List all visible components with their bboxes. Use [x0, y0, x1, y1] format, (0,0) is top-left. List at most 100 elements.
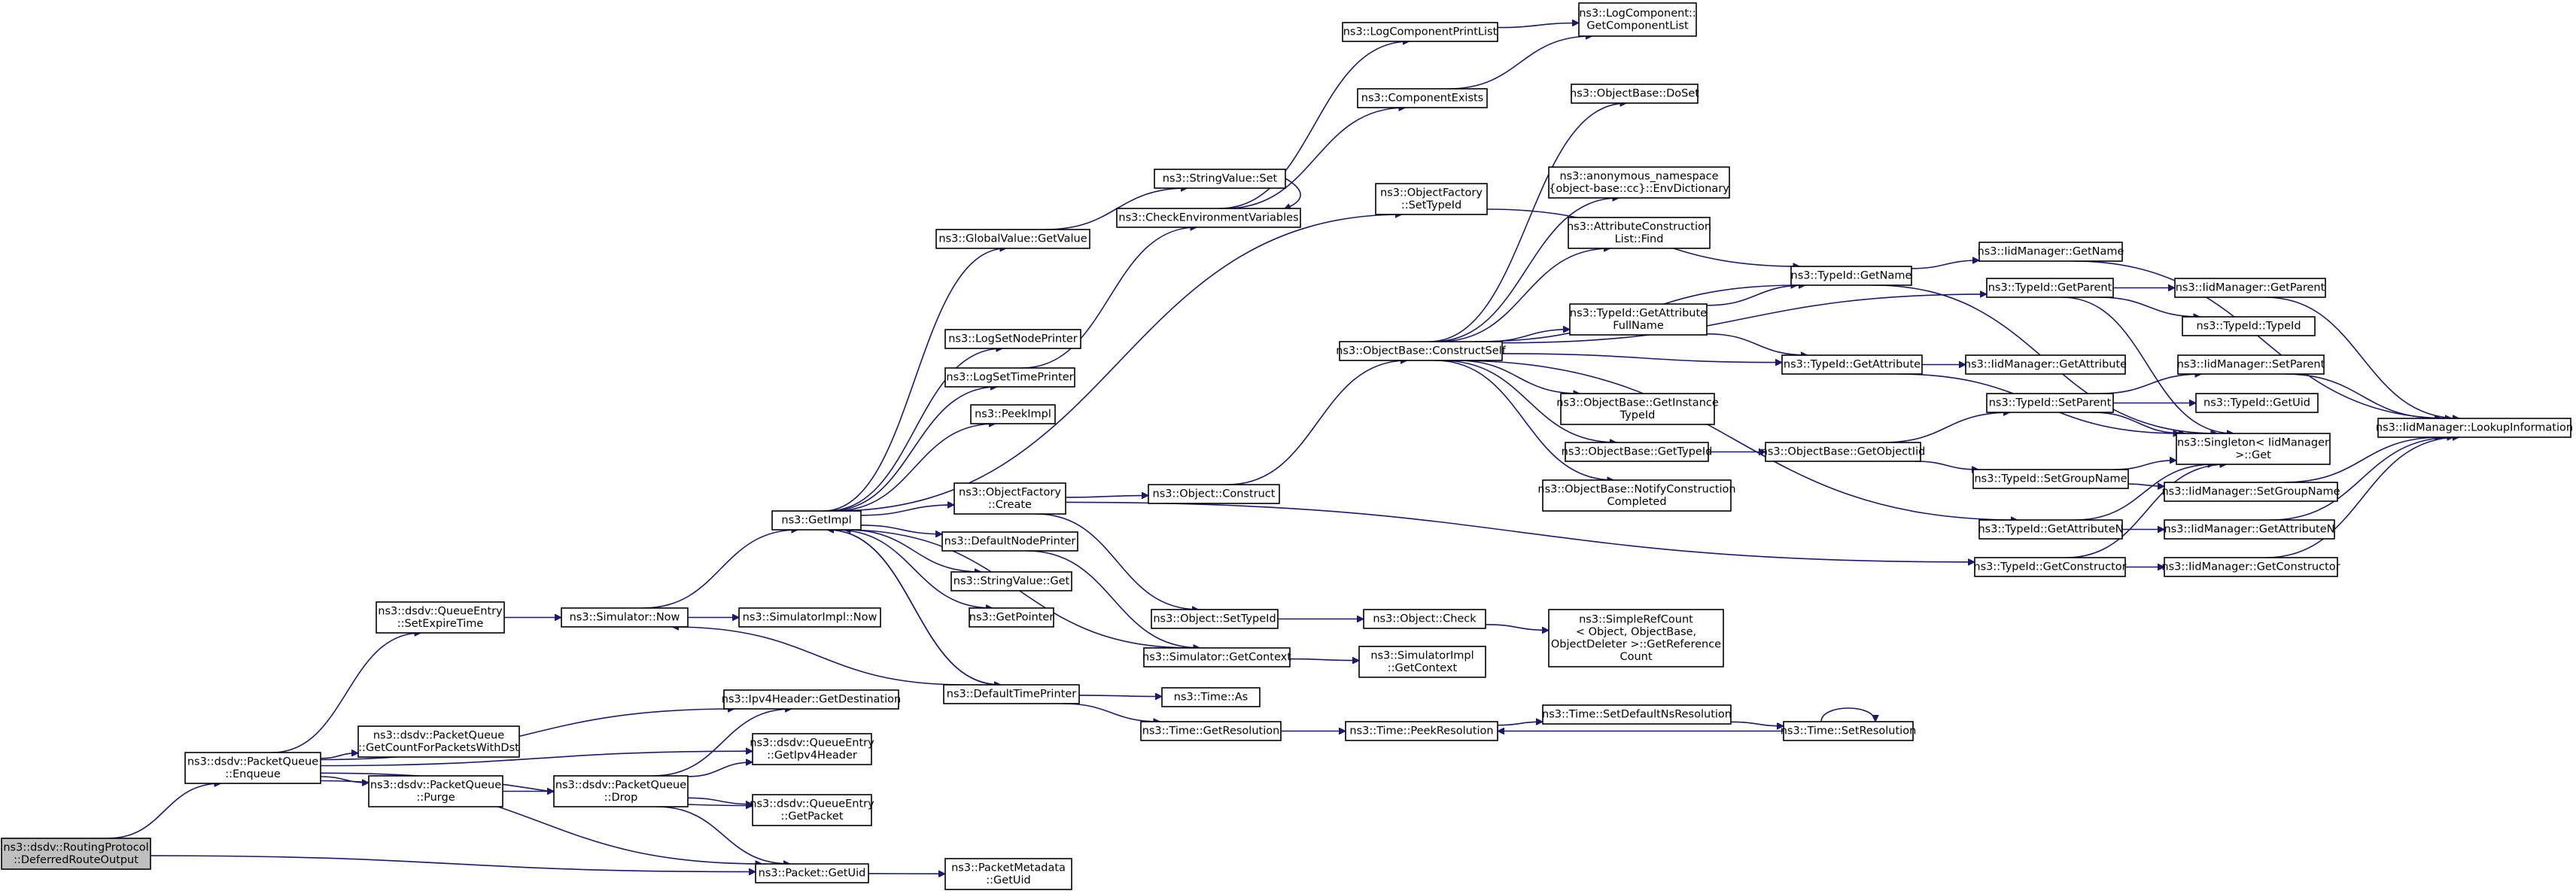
node-logsetnode[interactable]: ns3::LogSetNodePrinter: [944, 329, 1081, 349]
node-pktuid[interactable]: ns3::Packet::GetUid: [755, 863, 869, 883]
node-label-line: ns3::PacketMetadata: [951, 862, 1066, 874]
node-root[interactable]: ns3::dsdv::RoutingProtocol::DeferredRout…: [1, 838, 151, 870]
node-label-line: ns3::IidManager::LookupInformation: [2376, 422, 2573, 434]
node-compexists[interactable]: ns3::ComponentExists: [1357, 88, 1488, 108]
node-obconstructself[interactable]: ns3::ObjectBase::ConstructSelf: [1336, 341, 1507, 361]
node-svget[interactable]: ns3::StringValue::Get: [950, 571, 1072, 591]
node-deftimeprinter[interactable]: ns3::DefaultTimePrinter: [943, 684, 1080, 704]
node-timesetres[interactable]: ns3::Time::SetResolution: [1781, 721, 1917, 741]
node-iidgetattr[interactable]: ns3::IidManager::GetAttribute: [1964, 354, 2127, 375]
node-box: [2177, 354, 2325, 375]
node-box: [752, 733, 872, 765]
edge-getimpl-to-ofcreate: [860, 505, 954, 516]
node-timeas[interactable]: ns3::Time::As: [1161, 687, 1261, 707]
node-tidgetcons[interactable]: ns3::TypeId::GetConstructor: [1973, 557, 2127, 577]
node-getimpl[interactable]: ns3::GetImpl: [771, 510, 862, 531]
node-tidsetparent[interactable]: ns3::TypeId::SetParent: [1986, 393, 2114, 413]
node-box: [561, 607, 689, 628]
node-obdoset[interactable]: ns3::ObjectBase::DoSet: [1570, 84, 1699, 104]
node-objconstruct[interactable]: ns3::Object::Construct: [1148, 484, 1280, 504]
node-simnow[interactable]: ns3::Simulator::Now: [561, 607, 689, 628]
node-drop[interactable]: ns3::dsdv::PacketQueue::Drop: [553, 775, 689, 807]
node-tidgetuid[interactable]: ns3::TypeId::GetUid: [2195, 393, 2319, 413]
edge-root-to-enqueue: [108, 783, 220, 839]
node-getcount[interactable]: ns3::dsdv::PacketQueue::GetCountForPacke…: [357, 725, 520, 758]
node-iidgetcons[interactable]: ns3::IidManager::GetConstructor: [2161, 557, 2340, 577]
node-label-line: ns3::Simulator::Now: [570, 612, 680, 624]
node-box: [1578, 2, 1697, 37]
node-ofsettypeid[interactable]: ns3::ObjectFactory::SetTypeId: [1375, 183, 1488, 215]
node-timepeekres[interactable]: ns3::Time::PeekResolution: [1345, 721, 1498, 741]
node-iidgetattrn[interactable]: ns3::IidManager::GetAttributeN: [2164, 519, 2335, 540]
node-tidgetname[interactable]: ns3::TypeId::GetName: [1790, 266, 1912, 286]
node-obnotify[interactable]: ns3::ObjectBase::NotifyConstructionCompl…: [1537, 479, 1736, 512]
node-label-line: ns3::DefaultTimePrinter: [947, 689, 1076, 701]
node-iidgetname[interactable]: ns3::IidManager::GetName: [1978, 242, 2124, 262]
node-ofcreate[interactable]: ns3::ObjectFactory::Create: [953, 482, 1066, 515]
node-defnodeprinter[interactable]: ns3::DefaultNodePrinter: [941, 531, 1078, 552]
edge-obconstructself-to-anonenv: [1433, 198, 1619, 342]
node-tidtypeid[interactable]: ns3::TypeId::TypeId: [2182, 316, 2316, 336]
node-iidsetparent[interactable]: ns3::IidManager::SetParent: [2177, 354, 2325, 375]
node-objsettypeid[interactable]: ns3::Object::SetTypeId: [1151, 609, 1279, 629]
node-timesetdefns[interactable]: ns3::Time::SetDefaultNsResolution: [1542, 704, 1732, 725]
node-tidgetattrn[interactable]: ns3::TypeId::GetAttributeN: [1978, 519, 2124, 540]
node-peekimpl[interactable]: ns3::PeekImpl: [970, 404, 1056, 424]
node-srcget[interactable]: ns3::SimpleRefCount< Object, ObjectBase,…: [1548, 609, 1724, 667]
node-enqueue[interactable]: ns3::dsdv::PacketQueue::Enqueue: [184, 752, 321, 784]
node-iidsetgroup[interactable]: ns3::IidManager::SetGroupName: [2161, 482, 2340, 502]
node-singletonget[interactable]: ns3::Singleton< IidManager>::Get: [2176, 433, 2331, 465]
node-getipv4hdr[interactable]: ns3::dsdv::QueueEntry::GetIpv4Header: [750, 733, 874, 765]
node-ipv4dest[interactable]: ns3::Ipv4Header::GetDestination: [722, 689, 901, 710]
edge-obconstructself-to-obnotify: [1434, 360, 1614, 480]
node-anonenv[interactable]: ns3::anonymous_namespace{object-base::cc…: [1548, 166, 1730, 199]
node-simimplgetctx[interactable]: ns3::SimulatorImpl::GetContext: [1358, 646, 1486, 678]
node-box: [376, 601, 505, 634]
node-simgetctx[interactable]: ns3::Simulator::GetContext: [1142, 647, 1291, 667]
node-iidlookup[interactable]: ns3::IidManager::LookupInformation: [2376, 418, 2573, 438]
node-getpointer[interactable]: ns3::GetPointer: [969, 607, 1054, 628]
node-getpacket[interactable]: ns3::dsdv::QueueEntry::GetPacket: [750, 794, 874, 826]
edge-obconstructself-to-obgettypeid: [1440, 360, 1616, 442]
node-iidgetparent[interactable]: ns3::IidManager::GetParent: [2174, 278, 2326, 298]
node-label-line: ns3::Time::GetResolution: [1142, 725, 1280, 737]
edge-deftimeprinter-to-timeas: [1078, 695, 1162, 697]
node-tidsetgroup[interactable]: ns3::TypeId::SetGroupName: [1972, 469, 2129, 489]
node-label-line: ns3::LogSetNodePrinter: [948, 333, 1078, 345]
node-label-line: ns3::CheckEnvironmentVariables: [1118, 212, 1298, 224]
node-timegetres[interactable]: ns3::Time::GetResolution: [1140, 721, 1282, 741]
node-label-line: List::Find: [1615, 233, 1664, 245]
node-box: [1, 838, 151, 870]
node-lcgetlist[interactable]: ns3::LogComponent::GetComponentList: [1578, 2, 1697, 37]
node-box: [1161, 687, 1261, 707]
node-tidgetattr[interactable]: ns3::TypeId::GetAttribute: [1781, 354, 1923, 375]
node-box: [1116, 208, 1301, 228]
node-purge[interactable]: ns3::dsdv::PacketQueue::Purge: [368, 775, 503, 807]
node-logsettime[interactable]: ns3::LogSetTimePrinter: [944, 367, 1075, 388]
node-gvgetvalue[interactable]: ns3::GlobalValue::GetValue: [935, 229, 1090, 249]
node-obgetobjtid[interactable]: ns3::ObjectBase::GetObjectIid: [1761, 442, 1926, 462]
node-label-line: ns3::Time::As: [1174, 692, 1248, 704]
node-box: [944, 858, 1072, 890]
node-simimplnow[interactable]: ns3::SimulatorImpl::Now: [738, 607, 881, 628]
node-obgettypeid[interactable]: ns3::ObjectBase::GetTypeId: [1562, 442, 1713, 462]
node-objcheck[interactable]: ns3::Object::Check: [1363, 609, 1486, 629]
edge-iidgetattrn-to-iidlookup: [2270, 437, 2454, 521]
node-lcprintlist[interactable]: ns3::LogComponentPrintList: [1342, 22, 1498, 42]
node-label-line: ns3::TypeId::GetUid: [2203, 397, 2310, 409]
node-svset[interactable]: ns3::StringValue::Set: [1154, 169, 1286, 189]
node-label-line: ns3::TypeId::GetAttribute: [1784, 359, 1921, 371]
node-box: [1568, 217, 1711, 249]
edge-tidgetcons-to-singletonget: [2066, 464, 2227, 558]
node-label-line: ::SetExpireTime: [397, 618, 484, 630]
node-label-line: ns3::dsdv::QueueEntry: [750, 798, 874, 810]
node-setexpire[interactable]: ns3::dsdv::QueueEntry::SetExpireTime: [376, 601, 505, 634]
edge-drop-to-ipv4dest: [652, 709, 792, 777]
node-checkenv[interactable]: ns3::CheckEnvironmentVariables: [1116, 208, 1301, 228]
edge-iidsetparent-to-iidlookup: [2284, 373, 2441, 418]
node-tidgetparent[interactable]: ns3::TypeId::GetParent: [1986, 278, 2114, 298]
node-pmuid[interactable]: ns3::PacketMetadata::GetUid: [944, 858, 1072, 890]
